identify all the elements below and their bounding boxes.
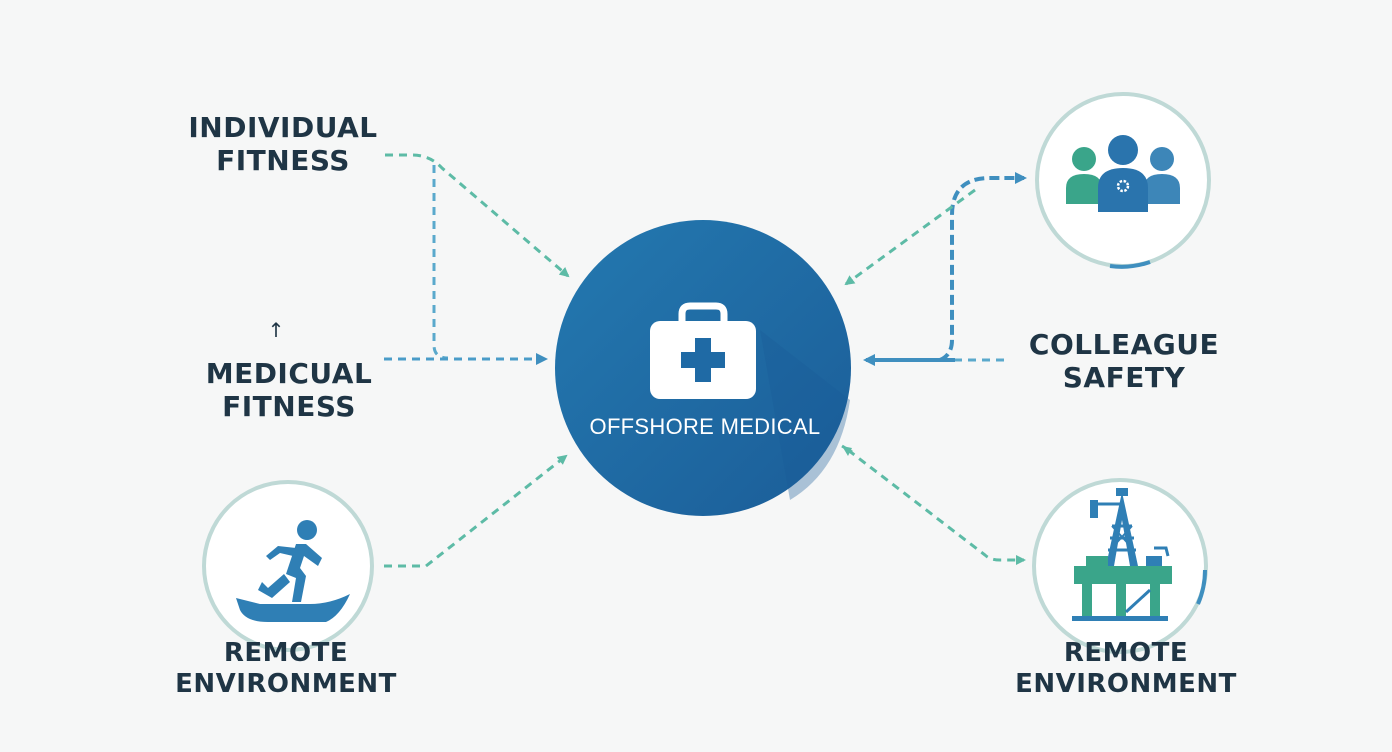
connector-colleague-to-hub — [863, 172, 1027, 366]
connector-individual-to-hub — [385, 153, 570, 278]
node-label-remote-environment-left: REMOTE ENVIRONMENT — [175, 638, 397, 699]
node-label-medical-fitness: MEDICUAL FITNESS — [178, 357, 400, 423]
label-line: FITNESS — [216, 144, 350, 178]
medical-kit-icon — [650, 302, 756, 399]
label-line: FITNESS — [222, 390, 356, 424]
node-label-individual-fitness: INDIVIDUAL FITNESS — [172, 111, 394, 177]
label-line: REMOTE — [1063, 638, 1189, 668]
label-line: ENVIRONMENT — [1015, 668, 1237, 699]
connector-hub-to-remote-right — [841, 444, 1026, 565]
oil-rig-icon — [1072, 488, 1172, 621]
up-arrow-marker: ↑ — [267, 318, 285, 342]
hub-label: OFFSHORE MEDICAL — [589, 414, 821, 439]
label-line: SAFETY — [1062, 361, 1186, 395]
label-line: ENVIRONMENT — [175, 668, 397, 699]
label-line: INDIVIDUAL — [188, 111, 378, 144]
label-line: COLLEAGUE — [1028, 328, 1220, 361]
team-group-icon — [1066, 135, 1180, 212]
connector-team-to-hub — [844, 188, 976, 286]
runner-on-boat-icon — [236, 520, 350, 622]
label-line: REMOTE — [223, 638, 349, 668]
connector-individual-to-medical — [432, 165, 449, 360]
node-label-remote-environment-right: REMOTE ENVIRONMENT — [1015, 638, 1237, 699]
connector-remote-left-to-hub — [384, 454, 568, 568]
label-line: MEDICUAL — [205, 357, 373, 390]
node-label-colleague-safety: COLLEAGUE SAFETY — [1010, 328, 1238, 394]
remote-left-node-ring — [202, 480, 374, 652]
